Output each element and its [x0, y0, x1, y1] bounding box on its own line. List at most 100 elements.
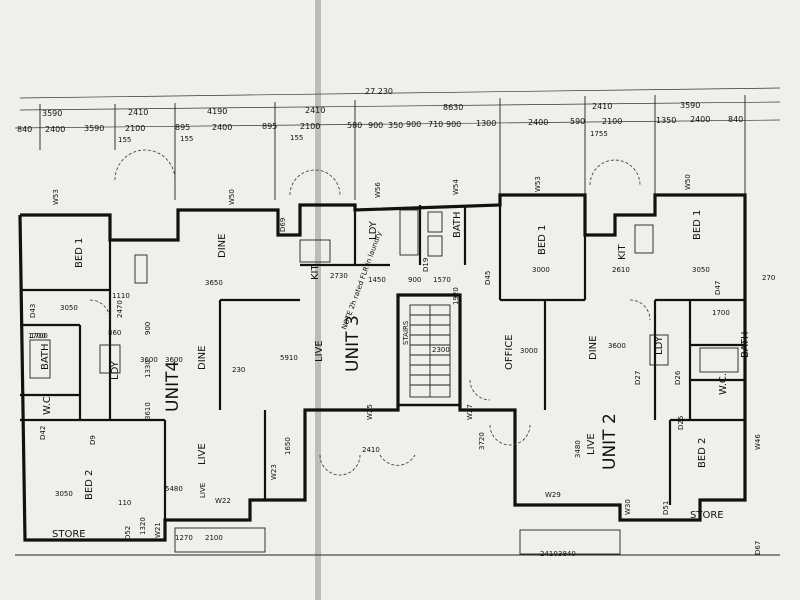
row1-dim: 3590: [42, 109, 62, 118]
row1-dim: 2410: [592, 102, 612, 111]
misc-dim: 860: [108, 329, 121, 337]
row2-dim: 1300: [476, 119, 496, 128]
window-tag: W23: [270, 464, 278, 480]
window-tag: W50: [228, 189, 236, 205]
room-label: OFFICE: [504, 334, 515, 370]
misc-dim: 3720: [478, 432, 486, 450]
misc-dim: 1320: [139, 517, 147, 535]
room-label: LIVE: [197, 443, 208, 465]
window-tag: W53: [534, 176, 542, 192]
misc-dim: 1700: [30, 332, 48, 340]
row2-dim: 1350: [656, 116, 676, 125]
door-tag: D47: [714, 281, 722, 295]
door-tag: D26: [674, 370, 682, 385]
window-tag: W27: [466, 404, 474, 420]
overall-dim-line: [19, 87, 781, 99]
room-dim: 3600: [140, 356, 158, 364]
door-tag: D67: [754, 541, 762, 555]
room-label: LDY: [654, 335, 665, 355]
room-dim: 3050: [692, 266, 710, 274]
window-tag: W30: [624, 499, 632, 515]
misc-dim: 1920: [452, 287, 460, 305]
door-swings: [89, 149, 651, 476]
misc-dim: 1330: [144, 360, 152, 378]
row2-dim: 900: [406, 120, 421, 129]
window-tag: W56: [374, 182, 382, 198]
row2-dim: 895: [175, 123, 190, 132]
small-dim: 155: [118, 136, 131, 144]
misc-dim: 3610: [144, 402, 152, 420]
row2-dim: 895: [262, 122, 277, 131]
door-tag: D9: [89, 435, 97, 445]
room-label: DINE: [197, 346, 208, 370]
room-dim: 3000: [520, 347, 538, 355]
door-tag: D69: [279, 218, 287, 232]
unit-label-2: UNIT 2: [600, 413, 620, 470]
room-label: BED 1: [692, 210, 703, 240]
row2-dim: 710: [428, 120, 443, 129]
room-label: STAIRS: [402, 320, 410, 345]
window-tag: W53: [52, 189, 60, 205]
small-dim: 1755: [590, 130, 608, 138]
room-label: BED 2: [84, 470, 95, 500]
stair-well: [396, 293, 462, 407]
window-tag: W22: [215, 497, 231, 505]
room-dim: 5480: [165, 485, 183, 493]
room-dim: 5910: [280, 354, 298, 362]
row1-dim: 8630: [443, 103, 463, 112]
misc-dim: 1270: [175, 534, 193, 542]
misc-dim: 110: [118, 499, 131, 507]
unit-label-3: UNIT 3: [343, 315, 363, 372]
room-dim: 2300: [432, 346, 450, 354]
row2-dim: 590: [570, 117, 585, 126]
row2-dim: 2100: [602, 117, 622, 126]
row2-dim: 840: [17, 125, 32, 134]
room-dim: 2730: [330, 272, 348, 280]
overall-dim-text: 27 230: [365, 87, 393, 96]
room-label: KIT: [617, 243, 628, 260]
room-label: BATH: [740, 331, 751, 358]
window-tag: W25: [366, 404, 374, 420]
small-dim: 155: [290, 134, 303, 142]
room-labels: BED 1 3050 DINE 3650 KIT 2730 LDY BATH 1…: [28, 210, 751, 540]
room-label: BED 1: [74, 238, 85, 268]
room-label: BATH: [452, 211, 463, 238]
small-dim: 155: [180, 135, 193, 143]
row2-dim-line: [14, 119, 781, 129]
misc-dim: 270: [762, 274, 775, 282]
room-dim: 3000: [532, 266, 550, 274]
room-label: W.C.: [42, 393, 53, 415]
window-tag: W54: [452, 179, 460, 195]
room-dim: 3050: [55, 490, 73, 498]
misc-dim: 2100: [205, 534, 223, 542]
misc-dim: 2470: [116, 300, 124, 318]
misc-dim: 1650: [284, 437, 292, 455]
misc-dim: 900: [408, 276, 421, 284]
door-tag: D25: [677, 416, 685, 430]
fixtures: [29, 209, 739, 379]
door-tag: D45: [484, 271, 492, 285]
interior-walls: [20, 205, 745, 520]
misc-dim: 1450: [368, 276, 386, 284]
room-dim: 2610: [612, 266, 630, 274]
row2-dim: 2400: [45, 125, 65, 134]
misc-dim: 230: [232, 366, 245, 374]
row2-dim: 350: [388, 121, 403, 130]
lower-level-edge: [15, 527, 780, 556]
door-tag: D42: [39, 426, 47, 440]
row2-dim: 3590: [84, 124, 104, 133]
window-tag: W29: [545, 491, 561, 499]
misc-dim: 1110: [112, 292, 130, 300]
door-tag: D19: [422, 258, 430, 272]
room-dim: LIVE: [199, 483, 207, 498]
row2-dim: 900: [446, 120, 461, 129]
door-tags: D43 D42 D9 D69 D19 D45 D47 D27 D25 D26 D…: [29, 218, 762, 555]
room-dim: 3480: [574, 440, 582, 458]
dimension-ticks: [39, 95, 746, 200]
door-tag: D27: [634, 371, 642, 385]
room-label: DINE: [217, 234, 228, 258]
room-dim: 3600: [608, 342, 626, 350]
window-tag: W50: [684, 174, 692, 190]
misc-dim: 900: [144, 322, 152, 335]
